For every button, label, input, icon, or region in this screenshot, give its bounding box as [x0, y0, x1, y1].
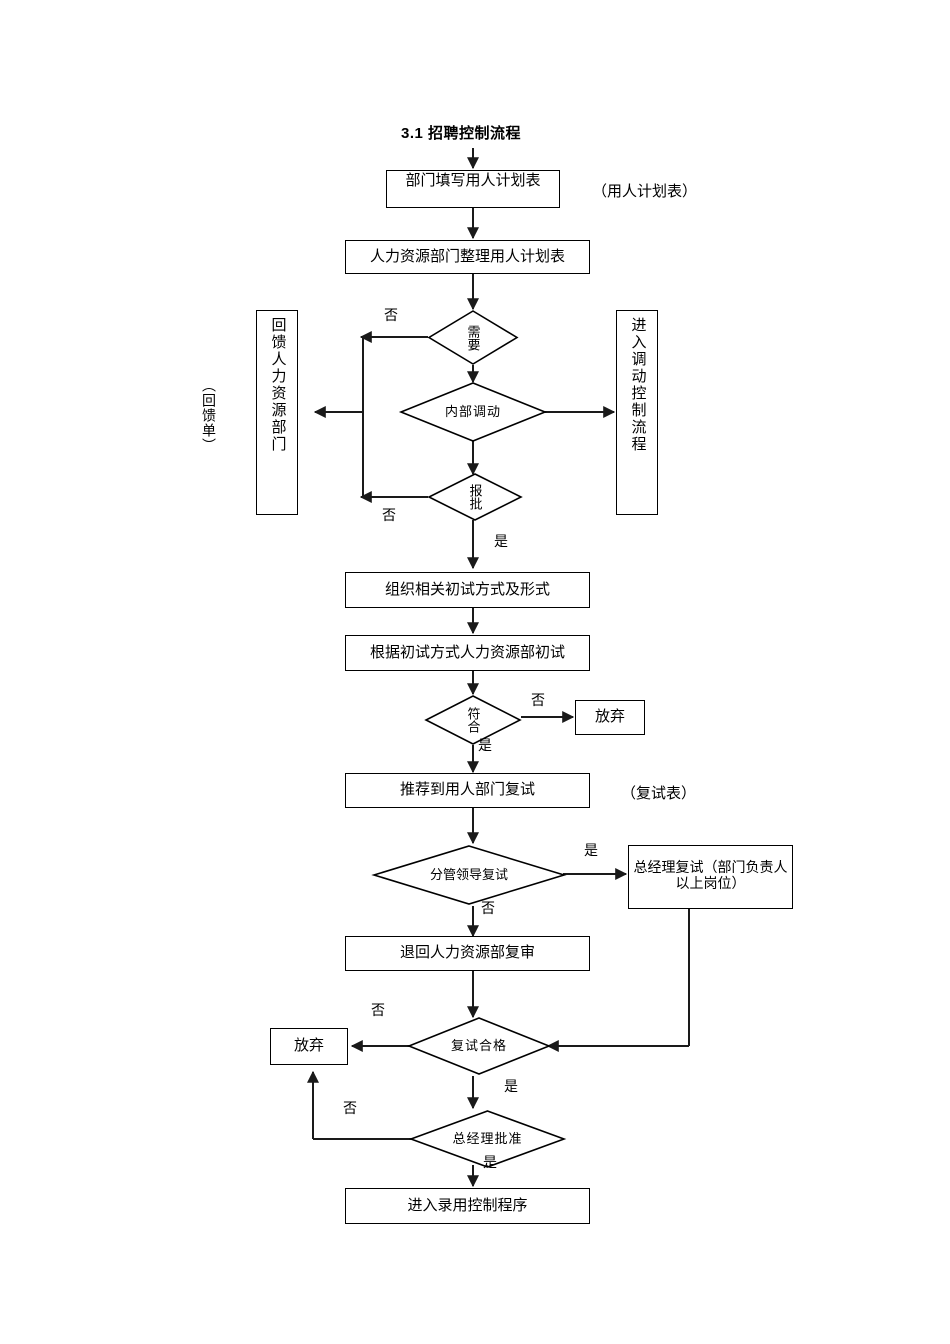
edge-label-leader-retest-no: 否 [481, 902, 495, 917]
node-recommend-retest: 推荐到用人部门复试 [345, 773, 590, 808]
node-label: 推荐到用人部门复试 [399, 782, 535, 799]
node-label: 根据初试方式人力资源部初试 [369, 644, 565, 661]
node-give-up-2: 放弃 [270, 1028, 348, 1065]
node-return-hr-review: 退回人力资源部复审 [345, 936, 590, 971]
node-label: 人力资源部门整理用人计划表 [369, 248, 565, 265]
node-label: 退回人力资源部复审 [399, 945, 535, 962]
edge-label-approval-no: 否 [382, 509, 396, 524]
node-enter-hire-flow: 进入录用控制程序 [345, 1188, 590, 1224]
node-hr-first-interview: 根据初试方式人力资源部初试 [345, 635, 590, 671]
edge-label-retest-pass-no: 否 [371, 1004, 385, 1019]
node-label: 进入录用控制程序 [407, 1197, 528, 1214]
node-organize-first-interview: 组织相关初试方式及形式 [345, 572, 590, 608]
node-label: 放弃 [293, 1038, 324, 1055]
node-label: 组织相关初试方式及形式 [384, 581, 550, 598]
edge-label-leader-retest-yes: 是 [584, 844, 598, 859]
edge-label-approval-yes: 是 [494, 535, 508, 550]
decision-retest-pass: 复试合格 [406, 1017, 552, 1075]
decision-approval: 报批 [427, 473, 523, 521]
edge-label-retest-pass-yes: 是 [504, 1080, 518, 1095]
node-label: 总经理复试（部门负责人以上岗位） [633, 861, 788, 892]
node-label: 回馈人力资源部门 [269, 317, 286, 453]
node-gm-retest: 总经理复试（部门负责人以上岗位） [628, 845, 793, 909]
node-dept-fill-plan: 部门填写用人计划表 [386, 170, 560, 208]
note-feedback-form: （回馈单） [200, 378, 215, 453]
note-retest-form: （复试表） [621, 786, 697, 802]
page-title: 3.1 招聘控制流程 [401, 125, 522, 142]
note-plan-form: （用人计划表） [592, 184, 698, 200]
node-give-up-1: 放弃 [575, 700, 645, 735]
node-enter-transfer-flow: 进入调动控制流程 [616, 310, 658, 515]
edge-label-qualified-yes: 是 [478, 739, 492, 754]
node-label: 部门填写用人计划表 [405, 173, 541, 189]
decision-need: 需要 [427, 310, 519, 365]
node-hr-sort-plan: 人力资源部门整理用人计划表 [345, 240, 590, 274]
node-feedback-hr: 回馈人力资源部门 [256, 310, 298, 515]
edge-label-qualified-no: 否 [531, 694, 545, 709]
decision-qualified: 符合 [424, 695, 522, 745]
edge-label-need-no: 否 [384, 309, 398, 324]
decision-leader-retest: 分管领导复试 [371, 845, 567, 905]
edge-label-gm-approve-yes: 是 [483, 1156, 497, 1171]
decision-internal-transfer: 内部调动 [398, 382, 548, 442]
node-label: 放弃 [594, 709, 625, 726]
node-label: 进入调动控制流程 [629, 317, 646, 453]
edge-label-gm-approve-no: 否 [343, 1102, 357, 1117]
